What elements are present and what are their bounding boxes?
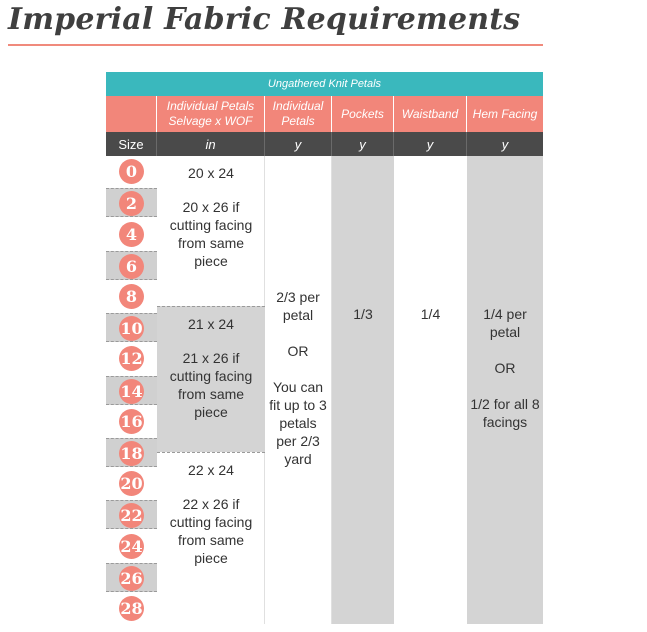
header-petals-selvage: Individual Petals Selvage x WOF: [157, 96, 265, 132]
individual-petals-column: 2/3 per petal OR You can fit up to 3 pet…: [265, 156, 332, 624]
size-row: 28: [106, 594, 157, 623]
page-title: Imperial Fabric Requirements: [8, 2, 521, 37]
header-pockets: Pockets: [332, 96, 394, 132]
title-divider: [8, 44, 543, 46]
petal-size-alt: 22 x 26 if cutting facing from same piec…: [169, 496, 253, 566]
unit-petals-selvage: in: [157, 132, 265, 156]
header-individual-petals: Individual Petals: [265, 96, 332, 132]
pockets-value: 1/3: [353, 306, 373, 322]
pockets-column: 1/3: [332, 156, 394, 624]
table-band-header: Ungathered Knit Petals: [106, 72, 543, 96]
size-badge: 8: [119, 284, 144, 309]
size-badge: 6: [119, 254, 144, 279]
size-row: 6: [106, 251, 157, 280]
petal-size-main: 20 x 24: [188, 165, 234, 181]
header-waistband: Waistband: [394, 96, 467, 132]
fabric-requirements-table: Ungathered Knit Petals Individual Petals…: [106, 72, 543, 624]
size-row: 24: [106, 532, 157, 561]
size-row: 22: [106, 500, 157, 529]
petal-group-small: 20 x 24 20 x 26 if cutting facing from s…: [157, 156, 265, 306]
size-row: 0: [106, 157, 157, 186]
size-badge: 12: [119, 346, 144, 371]
size-badge: 10: [119, 316, 144, 341]
petal-size-main: 21 x 24: [188, 316, 234, 332]
petal-group-large: 22 x 24 22 x 26 if cutting facing from s…: [157, 452, 265, 624]
waistband-column: 1/4: [394, 156, 467, 624]
size-badge: 18: [119, 441, 144, 466]
unit-waistband: y: [394, 132, 467, 156]
size-badge: 16: [119, 409, 144, 434]
size-row: 12: [106, 344, 157, 373]
size-row: 8: [106, 282, 157, 311]
unit-size: Size: [106, 132, 157, 156]
hem-facing-value: 1/4 per petal OR 1/2 for all 8 facings: [470, 306, 540, 430]
waistband-value: 1/4: [420, 306, 441, 322]
unit-individual-petals: y: [265, 132, 332, 156]
size-row: 2: [106, 188, 157, 217]
size-badge: 20: [119, 471, 144, 496]
header-size-blank: [106, 96, 157, 132]
size-row: 26: [106, 563, 157, 592]
unit-pockets: y: [332, 132, 394, 156]
size-row: 18: [106, 438, 157, 467]
size-badge: 4: [119, 222, 144, 247]
size-badge: 22: [119, 503, 144, 528]
petal-size-alt: 20 x 26 if cutting facing from same piec…: [169, 199, 253, 269]
hem-facing-column: 1/4 per petal OR 1/2 for all 8 facings: [467, 156, 543, 624]
size-row: 20: [106, 469, 157, 498]
unit-hem-facing: y: [467, 132, 543, 156]
header-hem-facing: Hem Facing: [467, 96, 543, 132]
size-row: 16: [106, 407, 157, 436]
individual-petals-value: 2/3 per petal OR You can fit up to 3 pet…: [269, 289, 327, 467]
petal-group-medium: 21 x 24 21 x 26 if cutting facing from s…: [157, 306, 265, 452]
size-row: 10: [106, 313, 157, 342]
size-row: 14: [106, 376, 157, 405]
petal-size-main: 22 x 24: [188, 462, 234, 478]
petals-selvage-column: 20 x 24 20 x 26 if cutting facing from s…: [157, 156, 265, 624]
size-badge: 26: [119, 566, 144, 591]
size-badge: 0: [119, 159, 144, 184]
size-badge: 28: [119, 596, 144, 621]
size-row: 4: [106, 220, 157, 249]
petal-size-alt: 21 x 26 if cutting facing from same piec…: [169, 350, 253, 420]
size-badge: 24: [119, 534, 144, 559]
size-badge: 14: [119, 379, 144, 404]
size-badge: 2: [119, 191, 144, 216]
